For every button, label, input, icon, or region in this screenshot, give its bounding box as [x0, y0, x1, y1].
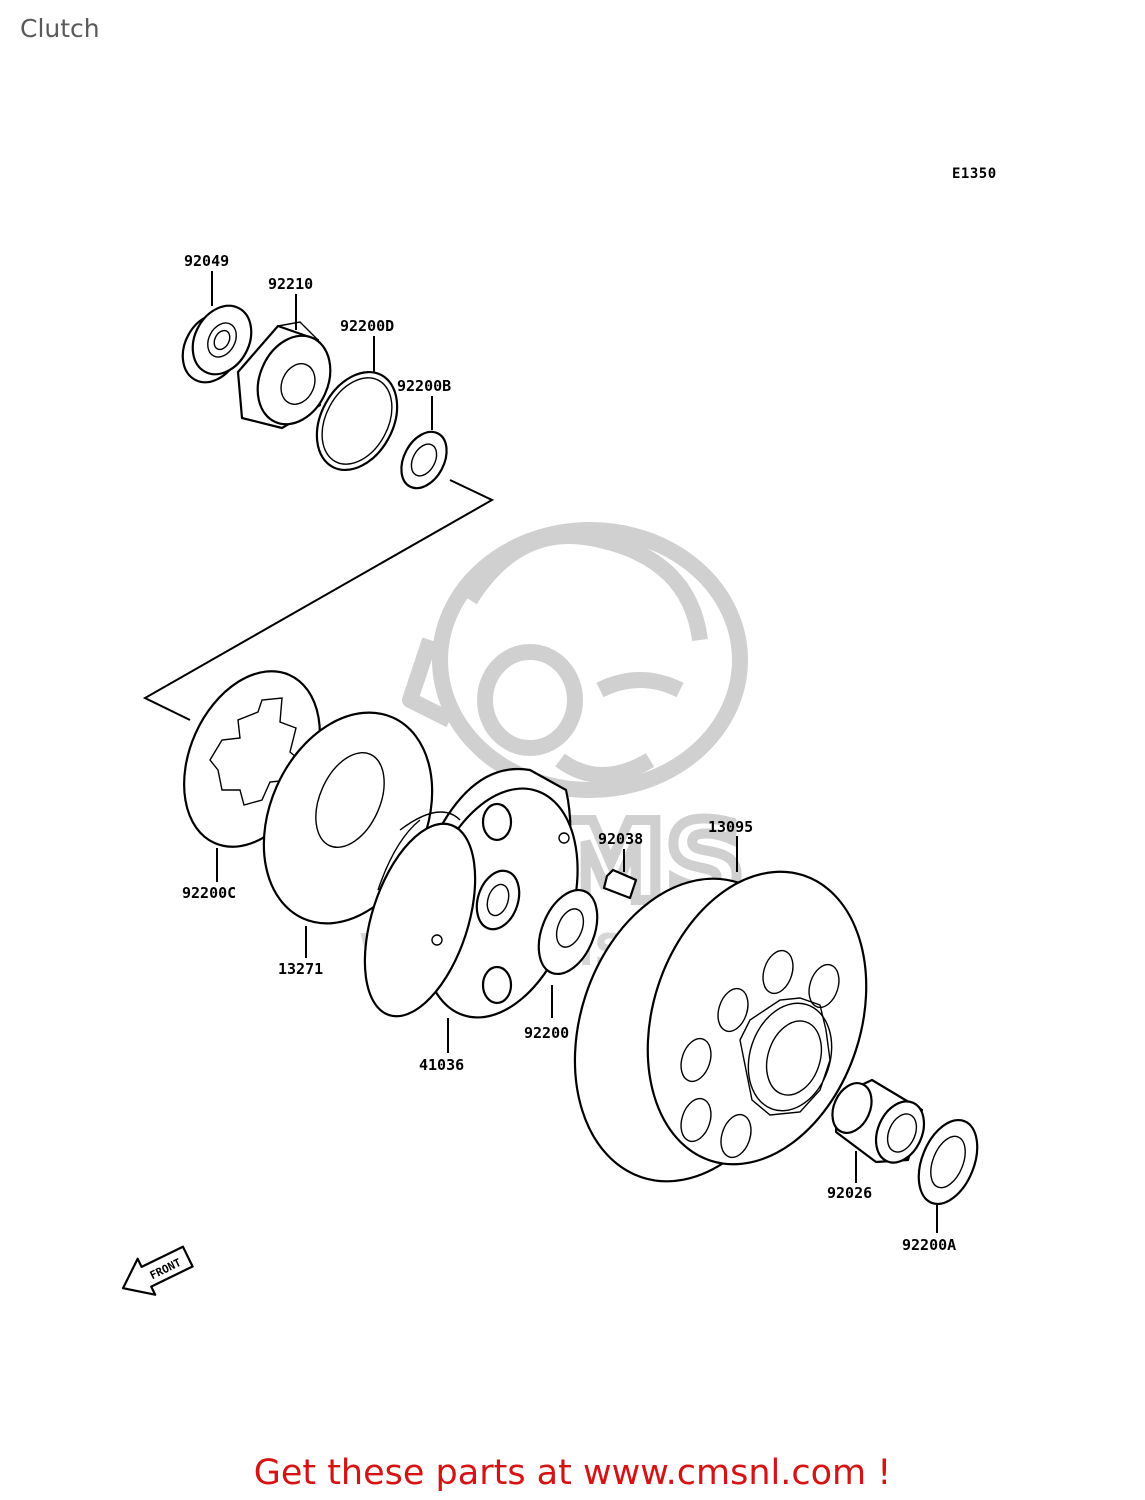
part-92200D-washer [315, 370, 399, 472]
part-13095-clutch-drum [573, 870, 868, 1183]
part-92210-nut [236, 321, 332, 430]
front-arrow: FRONT [121, 1245, 194, 1296]
label-92200: 92200 [524, 1024, 569, 1042]
label-41036: 41036 [419, 1056, 464, 1074]
label-13271: 13271 [278, 960, 323, 978]
label-13095: 13095 [708, 818, 753, 836]
part-92038-key [602, 868, 638, 900]
leader-lines [211, 271, 938, 1233]
part-labels: 92049 92210 92200D 92200B 92200C 13271 4… [182, 252, 956, 1254]
label-92038: 92038 [598, 830, 643, 848]
diagram-code: E1350 [952, 166, 997, 182]
assembly-axis-lines [142, 479, 495, 721]
label-92026: 92026 [827, 1184, 872, 1202]
part-92200-washer [537, 888, 599, 976]
label-92200A: 92200A [902, 1236, 956, 1254]
part-92200A-washer [917, 1118, 979, 1206]
part-92026-collar [831, 1078, 926, 1164]
part-41036-clutch-shoe [363, 767, 579, 1019]
label-92210: 92210 [268, 275, 313, 293]
part-92049-oil-seal [181, 304, 253, 384]
label-92200D: 92200D [340, 317, 394, 335]
part-92200B-washer [400, 430, 448, 490]
footer-link[interactable]: Get these parts at www.cmsnl.com ! [253, 1453, 892, 1493]
label-92049: 92049 [184, 252, 229, 270]
page-title: Clutch [20, 14, 100, 43]
label-92200C: 92200C [182, 884, 236, 902]
label-92200B: 92200B [397, 377, 451, 395]
